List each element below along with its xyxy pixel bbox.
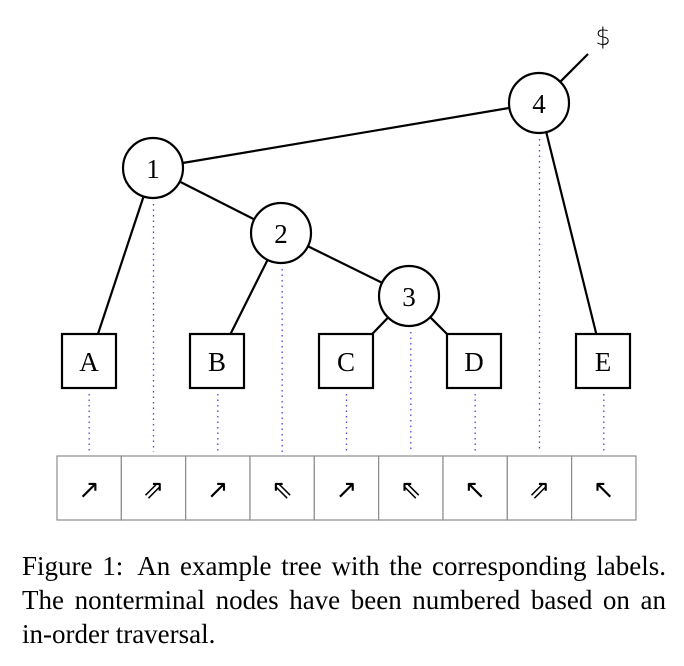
leaf-box — [317, 332, 375, 390]
edge-n4-E — [545, 131, 598, 335]
label-arrow: ↗ — [207, 475, 229, 505]
leaf-box — [445, 332, 503, 390]
label-arrow: ⇗ — [143, 475, 165, 505]
node-label: 1 — [146, 154, 160, 184]
leaf-box — [60, 332, 118, 390]
leaf-box — [574, 332, 632, 390]
label-cell — [571, 455, 637, 521]
node-circle — [507, 71, 571, 135]
leaf-label: D — [464, 347, 484, 377]
edge-n3-C — [371, 316, 389, 335]
tree-edges — [96, 53, 598, 335]
leaf-node-C: C — [317, 332, 375, 390]
label-cell — [442, 455, 508, 521]
edge-n4-n1 — [182, 106, 510, 165]
edge-n1-A — [96, 196, 145, 335]
label-cell — [313, 455, 380, 521]
label-cell — [378, 455, 444, 521]
edge-n4-root — [559, 53, 589, 83]
node-label: 4 — [532, 89, 546, 119]
label-arrow: ↗ — [78, 475, 100, 505]
edge-n2-B — [229, 259, 269, 335]
node-label: 2 — [274, 219, 288, 249]
internal-node-4: 4 — [507, 71, 571, 135]
node-circle — [249, 201, 313, 265]
leaf-box — [188, 332, 246, 390]
leaf-label: C — [337, 347, 355, 377]
label-arrow: ↖ — [464, 475, 486, 505]
label-arrow: ⇗ — [529, 475, 551, 505]
edge-n3-D — [429, 316, 448, 335]
figure-label: Figure 1: — [22, 551, 124, 581]
label-row: ↗ ⇗ ↗ ⇖ ↗ ⇖ ↖ ⇗ ↖ — [56, 455, 637, 521]
label-cell — [249, 455, 315, 521]
label-arrow: ⇖ — [400, 475, 422, 505]
edge-n1-n2 — [179, 180, 255, 221]
leaf-label: E — [595, 347, 612, 377]
edge-n2-n3 — [307, 245, 383, 284]
leaf-node-A: A — [60, 332, 118, 390]
leaf-node-D: D — [445, 332, 503, 390]
leaf-node-E: E — [574, 332, 632, 390]
node-circle — [121, 136, 185, 200]
label-cell — [56, 455, 122, 521]
label-arrow: ↖ — [593, 475, 615, 505]
label-arrow: ↗ — [336, 475, 358, 505]
leaf-label: A — [79, 347, 99, 377]
tree-diagram: ↗ ⇗ ↗ ⇖ ↗ ⇖ ↖ ⇗ ↖ 1 2 3 4A B C D E $ — [56, 23, 637, 521]
label-connectors — [88, 139, 605, 452]
label-arrow: ⇖ — [271, 475, 293, 505]
internal-node-1: 1 — [121, 136, 185, 200]
internal-node-3: 3 — [377, 264, 441, 328]
tree-nodes: 1 2 3 4A B C D E $ — [60, 23, 632, 390]
internal-node-2: 2 — [249, 201, 313, 265]
node-circle — [377, 264, 441, 328]
root-symbol: $ — [595, 23, 610, 51]
leaf-node-B: B — [188, 332, 246, 390]
figure-caption: Figure 1:An example tree with the corres… — [22, 549, 666, 651]
node-label: 3 — [402, 282, 416, 312]
caption-text: An example tree with the corresponding l… — [22, 551, 667, 649]
label-cell — [120, 455, 187, 521]
leaf-label: B — [208, 347, 226, 377]
